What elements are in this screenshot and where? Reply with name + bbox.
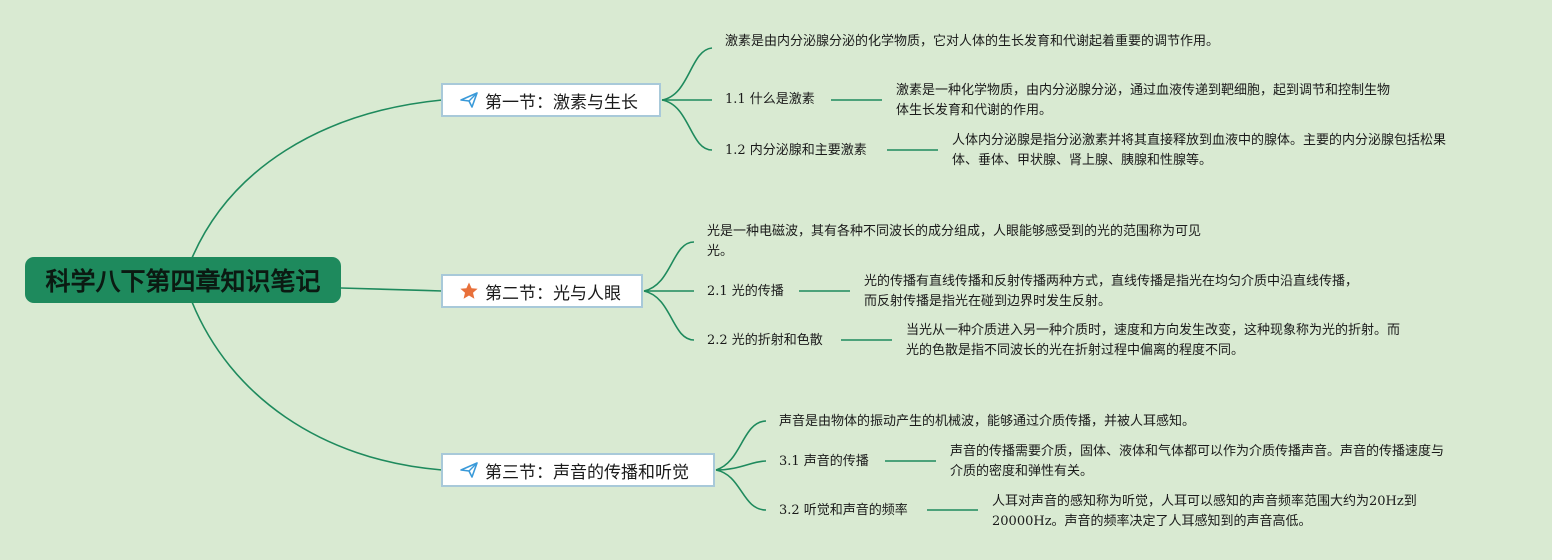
topic-text: 激素是一种化学物质，由内分泌腺分泌，通过血液传递到靶细胞，起到调节和控制生物体生… (896, 83, 1391, 118)
topic-text: 当光从一种介质进入另一种介质时，速度和方向发生改变，这种现象称为光的折射。而光的… (906, 323, 1401, 358)
topic-label[interactable]: 1.2 内分泌腺和主要激素 (725, 143, 867, 158)
topic-text: 人耳对声音的感知称为听觉，人耳可以感知的声音频率范围大约为20Hz到20000H… (992, 494, 1417, 529)
connector-sec3-t2 (715, 469, 767, 511)
connector-sec2-t2 (643, 290, 695, 341)
topic-label[interactable]: 3.2 听觉和声音的频率 (779, 503, 908, 518)
section-intro: 光是一种电磁波，其有各种不同波长的成分组成，人眼能够感受到的光的范围称为可见光。 (707, 224, 1202, 259)
topic-label[interactable]: 2.1 光的传播 (707, 284, 784, 299)
section-title: 第一节：激素与生长 (485, 92, 638, 113)
connector-sec3-intro (715, 420, 767, 471)
topic-label[interactable]: 2.2 光的折射和色散 (707, 333, 823, 348)
connector-sec2-intro (643, 241, 695, 292)
topic-text: 人体内分泌腺是指分泌激素并将其直接释放到血液中的腺体。主要的内分泌腺包括松果体、… (952, 133, 1447, 168)
topic-text: 光的传播有直线传播和反射传播两种方式，直线传播是指光在均匀介质中沿直线传播，而反… (864, 274, 1359, 309)
section-node-2[interactable]: 第二节：光与人眼 (441, 274, 643, 308)
connector-sec3-t1 (715, 460, 767, 471)
connector-sec1-t2 (661, 99, 713, 151)
section-node-1[interactable]: 第一节：激素与生长 (441, 83, 661, 117)
connector-root-sec2 (340, 287, 443, 292)
root-node[interactable]: 科学八下第四章知识笔记 (25, 257, 341, 303)
root-title: 科学八下第四章知识笔记 (45, 267, 321, 296)
topic-text: 声音的传播需要介质，固体、液体和气体都可以作为介质传播声音。声音的传播速度与介质… (950, 444, 1445, 479)
paper-plane-icon (459, 460, 479, 480)
star-icon (459, 281, 479, 301)
section-title: 第二节：光与人眼 (485, 283, 621, 304)
connector-sec1-intro (661, 47, 713, 101)
section-intro: 激素是由内分泌腺分泌的化学物质，它对人体的生长发育和代谢起着重要的调节作用。 (725, 34, 1220, 49)
connector-root-sec3 (191, 301, 443, 471)
topic-label[interactable]: 1.1 什么是激素 (725, 92, 815, 107)
paper-plane-icon (459, 90, 479, 110)
connector-root-sec1 (191, 99, 443, 259)
section-title: 第三节：声音的传播和听觉 (485, 462, 689, 483)
section-intro: 声音是由物体的振动产生的机械波，能够通过介质传播，并被人耳感知。 (779, 414, 1196, 429)
topic-label[interactable]: 3.1 声音的传播 (779, 454, 869, 469)
section-node-3[interactable]: 第三节：声音的传播和听觉 (441, 453, 715, 487)
